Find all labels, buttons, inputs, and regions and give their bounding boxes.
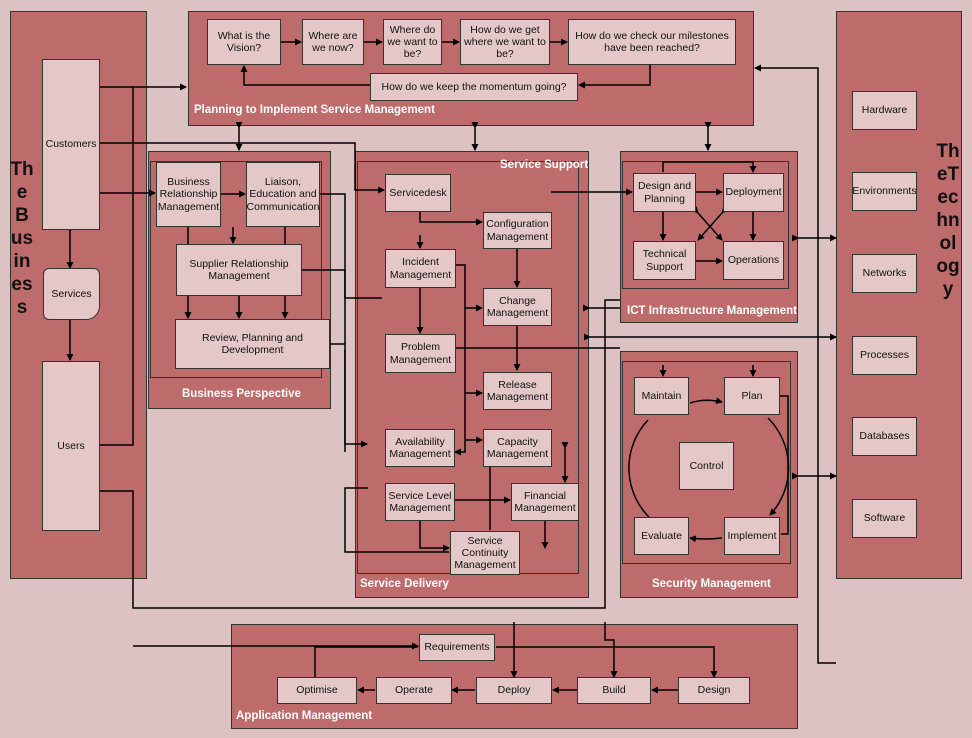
build-box[interactable]: Build — [577, 677, 651, 704]
tech-processes[interactable]: Processes — [852, 336, 917, 375]
design-box[interactable]: Design — [678, 677, 750, 704]
configuration-box[interactable]: Configuration Management — [483, 212, 552, 249]
brm-box[interactable]: Business Relationship Management — [156, 162, 221, 227]
security-title: Security Management — [652, 578, 771, 590]
maintain-box[interactable]: Maintain — [634, 377, 689, 415]
capacity-box[interactable]: Capacity Management — [483, 429, 552, 467]
implement-box[interactable]: Implement — [724, 517, 780, 555]
optimise-box[interactable]: Optimise — [277, 677, 357, 704]
technology-vertical-label: TheTechnology — [936, 141, 960, 300]
requirements-box[interactable]: Requirements — [419, 634, 495, 661]
review-box[interactable]: Review, Planning and Development — [175, 319, 330, 369]
deployment-box[interactable]: Deployment — [723, 173, 784, 212]
tech-hardware[interactable]: Hardware — [852, 91, 917, 130]
service-level-box[interactable]: Service Level Management — [385, 483, 455, 521]
service-delivery-title: Service Delivery — [360, 578, 449, 590]
planning-step-how[interactable]: How do we get where we want to be? — [460, 19, 550, 65]
operations-box[interactable]: Operations — [723, 241, 784, 280]
planning-step-milestones[interactable]: How do we check our milestones have been… — [568, 19, 736, 65]
business-vertical-label: TheBusiness — [10, 159, 34, 318]
operate-box[interactable]: Operate — [376, 677, 452, 704]
design-planning-box[interactable]: Design and Planning — [633, 173, 696, 212]
services-box[interactable]: Services — [43, 268, 100, 320]
tech-software[interactable]: Software — [852, 499, 917, 538]
business-perspective-title: Business Perspective — [182, 388, 301, 400]
tech-environments[interactable]: Environments — [852, 172, 917, 211]
planning-step-vision[interactable]: What is the Vision? — [207, 19, 281, 65]
deploy-box[interactable]: Deploy — [476, 677, 552, 704]
problem-box[interactable]: Problem Management — [385, 334, 456, 373]
servicedesk-box[interactable]: Servicedesk — [385, 174, 451, 212]
service-support-title: Service Support — [500, 159, 589, 171]
tech-databases[interactable]: Databases — [852, 417, 917, 456]
availability-box[interactable]: Availability Management — [385, 429, 455, 467]
users-box[interactable]: Users — [42, 361, 100, 531]
liaison-box[interactable]: Liaison, Education and Communication — [246, 162, 320, 227]
plan-box[interactable]: Plan — [724, 377, 780, 415]
incident-box[interactable]: Incident Management — [385, 249, 456, 288]
planning-title: Planning to Implement Service Management — [194, 104, 435, 116]
financial-box[interactable]: Financial Management — [511, 483, 579, 521]
release-box[interactable]: Release Management — [483, 372, 552, 410]
planning-step-want[interactable]: Where do we want to be? — [383, 19, 442, 65]
planning-step-now[interactable]: Where are we now? — [302, 19, 364, 65]
application-title: Application Management — [236, 710, 373, 722]
continuity-box[interactable]: Service Continuity Management — [450, 531, 520, 575]
customers-box[interactable]: Customers — [42, 59, 100, 230]
technical-support-box[interactable]: Technical Support — [633, 241, 696, 280]
control-box[interactable]: Control — [679, 442, 734, 490]
tech-networks[interactable]: Networks — [852, 254, 917, 293]
change-box[interactable]: Change Management — [483, 288, 552, 326]
ict-title: ICT Infrastructure Management — [627, 305, 797, 317]
evaluate-box[interactable]: Evaluate — [634, 517, 689, 555]
planning-momentum[interactable]: How do we keep the momentum going? — [370, 73, 578, 101]
supplier-box[interactable]: Supplier Relationship Management — [176, 244, 302, 296]
